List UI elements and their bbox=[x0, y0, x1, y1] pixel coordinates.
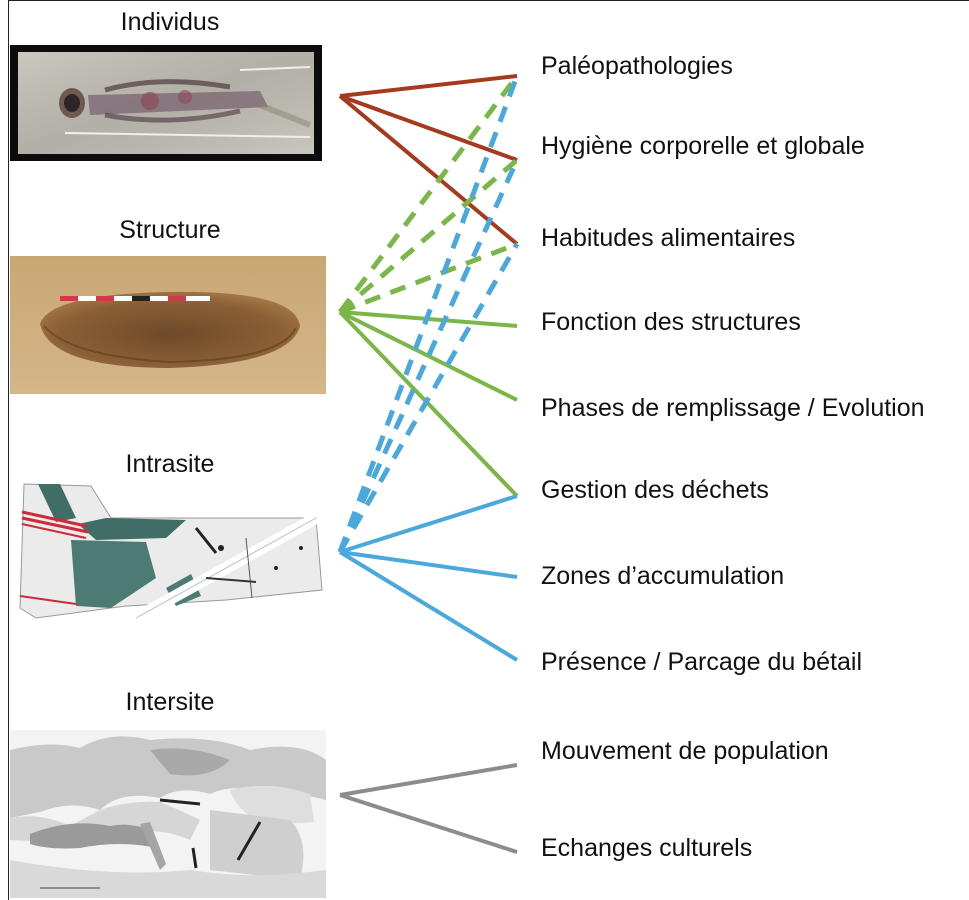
link-individus-paleopathologies bbox=[340, 76, 517, 96]
link-intersite-echanges bbox=[340, 795, 517, 852]
theme-hygiene: Hygiène corporelle et globale bbox=[541, 132, 865, 161]
link-structure-gestion bbox=[340, 312, 517, 496]
theme-zones: Zones d’accumulation bbox=[541, 562, 784, 591]
link-individus-hygiene bbox=[340, 96, 517, 160]
theme-habitudes: Habitudes alimentaires bbox=[541, 224, 795, 253]
link-structure-habitudes bbox=[340, 244, 517, 312]
theme-echanges: Echanges culturels bbox=[541, 834, 752, 863]
theme-mouvement: Mouvement de population bbox=[541, 737, 829, 766]
theme-gestion: Gestion des déchets bbox=[541, 476, 769, 505]
theme-phases: Phases de remplissage / Evolution bbox=[541, 394, 925, 423]
link-intrasite-zones bbox=[340, 552, 517, 577]
theme-fonction: Fonction des structures bbox=[541, 308, 801, 337]
theme-presence: Présence / Parcage du bétail bbox=[541, 648, 862, 677]
theme-paleopathologies: Paléopathologies bbox=[541, 52, 733, 81]
link-intersite-mouvement bbox=[340, 765, 517, 795]
link-intrasite-presence bbox=[340, 552, 517, 660]
